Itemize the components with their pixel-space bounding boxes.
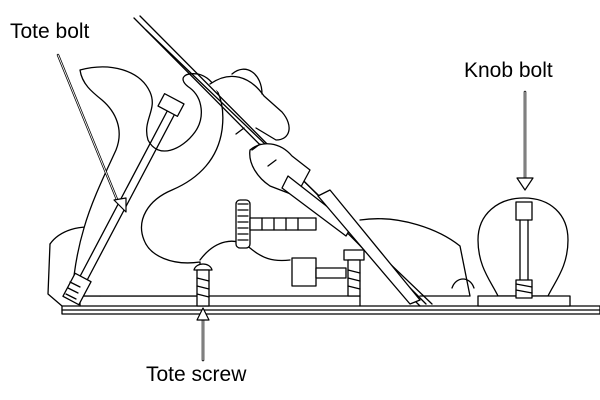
plane-sole: [61, 295, 600, 315]
tote-screw-label: Tote screw: [146, 363, 247, 386]
tote-bolt-pointer: [56, 53, 127, 213]
knob-bolt: [515, 201, 533, 299]
tote-screw-pointer: [196, 307, 210, 362]
tote-screw: [193, 263, 213, 307]
depth-adjust-wheel: [235, 199, 317, 249]
tote-bolt-label: Tote bolt: [10, 20, 90, 43]
front-knob: [477, 197, 571, 307]
knob-bolt-label: Knob bolt: [464, 59, 553, 82]
knob-bolt-pointer: [516, 90, 534, 191]
tote-bolt: [62, 93, 185, 306]
frog-screw: [291, 249, 365, 297]
blade-assembly: [133, 15, 433, 307]
tote-handle: [71, 66, 224, 297]
plane-mouth: [359, 218, 475, 297]
